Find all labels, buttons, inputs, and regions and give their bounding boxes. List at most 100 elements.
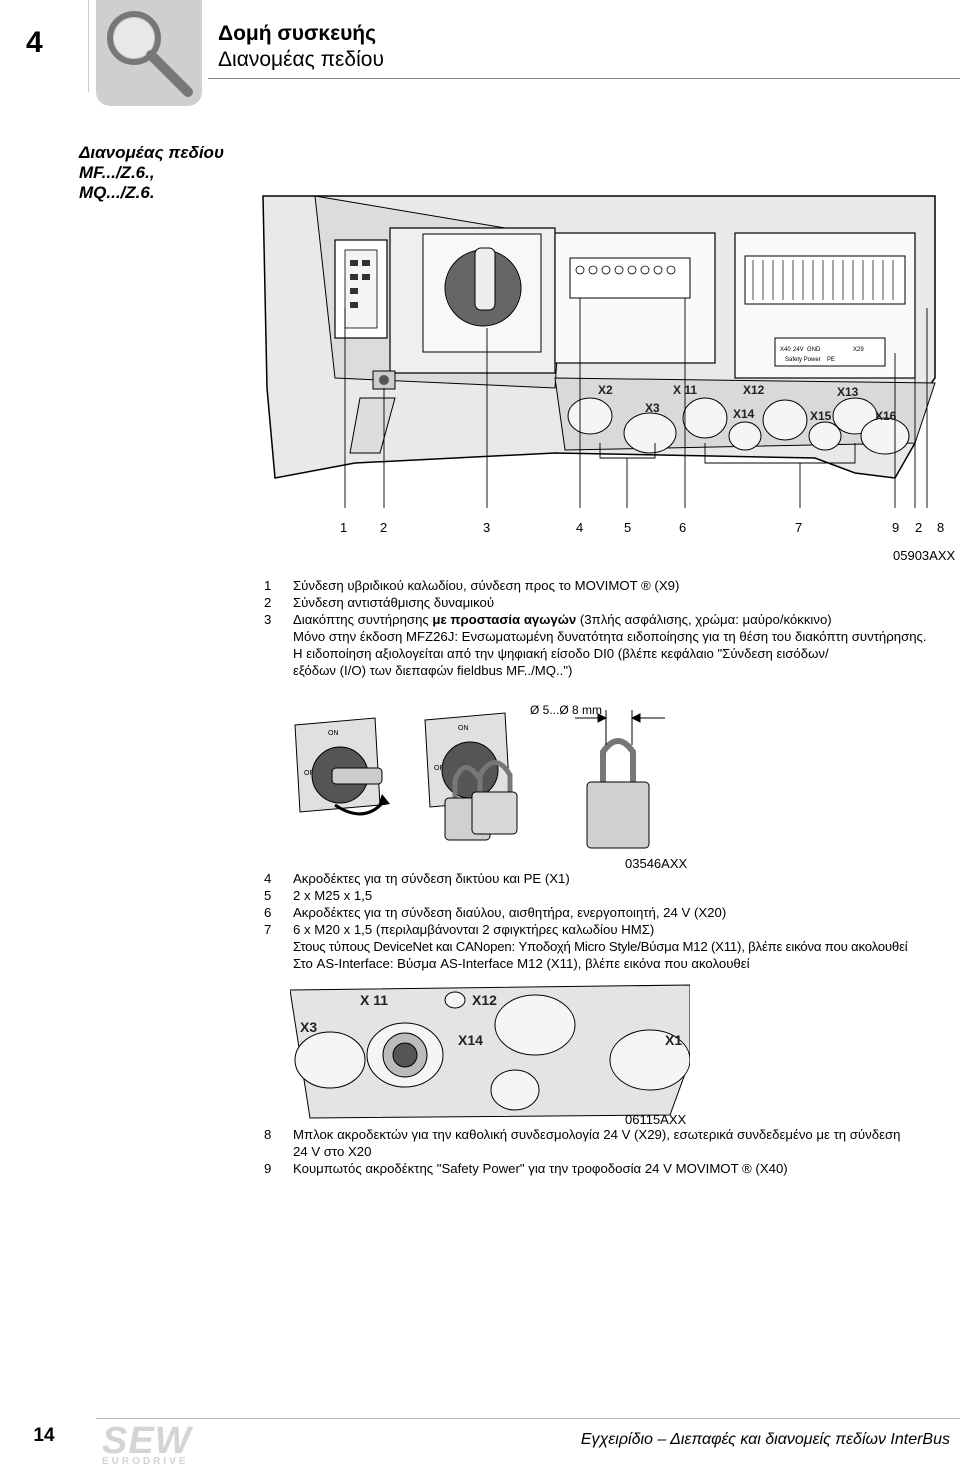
figure-code: 06115AXX xyxy=(625,1112,687,1127)
magnifier-icon xyxy=(107,11,193,97)
callout-7: 7 xyxy=(795,520,803,535)
chapter-number: 4 xyxy=(26,26,43,59)
page-subtitle: Διανομέας πεδίου xyxy=(218,48,384,71)
item-number: 3 xyxy=(264,612,272,627)
callout-1: 1 xyxy=(340,520,348,535)
callout-4: 4 xyxy=(576,520,584,535)
callout-6: 6 xyxy=(679,520,687,535)
terminal-label: X40 xyxy=(780,347,791,353)
list-item: Μόνο στην έκδοση MFZ26J: Ενσωματωμένη δυ… xyxy=(264,629,954,646)
section-heading-line: Διανομέας πεδίου xyxy=(79,143,224,162)
connector-label: X14 xyxy=(458,1032,483,1048)
terminal-label: 24V xyxy=(793,347,804,353)
connector-label: X15 xyxy=(810,409,832,423)
header-divider xyxy=(208,78,960,79)
connector-label: X 11 xyxy=(360,992,388,1008)
item-text: Ακροδέκτες για τη σύνδεση διαύλου, αισθη… xyxy=(293,905,727,920)
list-item: 1 Σύνδεση υβριδικού καλωδίου, σύνδεση πρ… xyxy=(264,578,954,595)
item-number: 2 xyxy=(264,595,272,610)
sew-logo-sub: EURODRIVE xyxy=(102,1456,189,1467)
maintenance-switch-figure: ON OFF ON OFF Ø 5...Ø 8 mm xyxy=(294,703,665,849)
item-number: 7 xyxy=(264,922,272,937)
item-text-bold: με προστασία αγωγών xyxy=(432,612,577,627)
connector-label: X12 xyxy=(472,992,497,1008)
item-text: Κουμπωτός ακροδέκτης "Safety Power" για … xyxy=(293,1161,788,1176)
callout-2b: 2 xyxy=(915,520,923,535)
terminal-label: Safety Power xyxy=(785,357,821,363)
list-item: εξόδων (I/O) των διεπαφών fieldbus MF../… xyxy=(264,663,954,680)
item-text-part: Διακόπτης συντήρησης xyxy=(293,612,433,627)
connector-label: X3 xyxy=(300,1019,317,1035)
page-number: 14 xyxy=(33,1425,55,1446)
connector-label: X13 xyxy=(837,385,859,399)
document-name: Διεπαφές και διανομείς πεδίων InterBus xyxy=(670,1431,950,1448)
item-text: 24 V στο X20 xyxy=(293,1144,372,1159)
item-number: 5 xyxy=(264,888,272,903)
callout-3: 3 xyxy=(483,520,491,535)
terminal-label: X29 xyxy=(853,347,864,353)
callout-9: 9 xyxy=(892,520,900,535)
document-type: Εγχειρίδιο xyxy=(580,1431,653,1448)
list-item: 5 2 x M25 x 1,5 xyxy=(264,888,960,905)
item-text-part: (3πλής ασφάλισης, χρώμα: μαύρο/κόκκινο) xyxy=(576,612,832,627)
page-title: Δομή συσκευής xyxy=(218,22,377,45)
switch-off-label: OFF xyxy=(304,770,318,777)
list-item: 6 Ακροδέκτες για τη σύνδεση διαύλου, αισ… xyxy=(264,905,960,922)
list-item: Στο AS-Interface: Βύσμα AS-Interface M12… xyxy=(264,956,960,973)
terminal-label: PE xyxy=(827,357,835,363)
item-text: Η ειδοποίηση αξιολογείται από την ψηφιακ… xyxy=(293,646,829,661)
connector-label: X12 xyxy=(743,383,765,397)
callout-2: 2 xyxy=(380,520,388,535)
item-text: Στους τύπους DeviceNet και CANopen: Υποδ… xyxy=(293,939,908,954)
dimension-label: Ø 5...Ø 8 mm xyxy=(530,703,602,717)
item-text: Μόνο στην έκδοση MFZ26J: Ενσωματωμένη δυ… xyxy=(293,629,927,644)
list-item: 7 6 x M20 x 1,5 (περιλαμβάνονται 2 σφιγκ… xyxy=(264,922,960,939)
section-heading-line: MQ.../Z.6. xyxy=(79,183,155,202)
footer-divider xyxy=(96,1418,960,1419)
item-text: Ακροδέκτες για τη σύνδεση δικτύου και PE… xyxy=(293,871,570,886)
item-text: Μπλοκ ακροδεκτών για την καθολική συνδεσ… xyxy=(293,1127,901,1142)
list-item: 8 Μπλοκ ακροδεκτών για την καθολική συνδ… xyxy=(264,1127,960,1144)
connector-label: X16 xyxy=(875,409,897,423)
connector-detail-figure: X 11 X12 X3 X14 X1 xyxy=(290,984,690,1119)
item-text: Σύνδεση αντιστάθμισης δυναμικού xyxy=(293,595,495,610)
item-number: 8 xyxy=(264,1127,272,1142)
connector-label: X14 xyxy=(733,407,755,421)
header-icon-box xyxy=(96,0,202,106)
callout-8: 8 xyxy=(937,520,945,535)
item-text: Σύνδεση υβριδικού καλωδίου, σύνδεση προς… xyxy=(293,578,680,593)
switch-on-label: ON xyxy=(328,730,339,737)
figure-code: 05903AXX xyxy=(893,548,956,563)
list-item: 3 Διακόπτης συντήρησης με προστασία αγωγ… xyxy=(264,612,954,629)
list-item: 4 Ακροδέκτες για τη σύνδεση δικτύου και … xyxy=(264,871,960,888)
connector-label: X2 xyxy=(598,383,613,397)
section-heading: Διανομέας πεδίου MF.../Z.6., MQ.../Z.6. xyxy=(79,143,224,203)
figure-code: 03546AXX xyxy=(625,856,688,871)
field-distributor-figure: X40 24V GND Safety Power PE X29 X2 X3 X … xyxy=(262,195,936,508)
terminal-label: GND xyxy=(807,347,821,353)
item-number: 1 xyxy=(264,578,272,593)
item-text: εξόδων (I/O) των διεπαφών fieldbus MF../… xyxy=(293,663,573,678)
list-item: 24 V στο X20 xyxy=(264,1144,960,1161)
item-number: 4 xyxy=(264,871,272,886)
list-item: Η ειδοποίηση αξιολογείται από την ψηφιακ… xyxy=(264,646,954,663)
item-text: Στο AS-Interface: Βύσμα AS-Interface M12… xyxy=(293,956,750,971)
sew-logo: SEW xyxy=(102,1420,192,1462)
switch-on-label: ON xyxy=(458,725,469,732)
legend-list-1: 1 Σύνδεση υβριδικού καλωδίου, σύνδεση πρ… xyxy=(264,578,954,680)
connector-label: X1 xyxy=(665,1032,682,1048)
switch-off-label: OFF xyxy=(434,765,448,772)
callout-5: 5 xyxy=(624,520,632,535)
list-item: 9 Κουμπωτός ακροδέκτης "Safety Power" γι… xyxy=(264,1161,960,1178)
list-item: Στους τύπους DeviceNet και CANopen: Υποδ… xyxy=(264,939,960,956)
item-number: 6 xyxy=(264,905,272,920)
legend-list-3: 8 Μπλοκ ακροδεκτών για την καθολική συνδ… xyxy=(264,1127,960,1178)
chapter-box xyxy=(0,0,89,92)
list-item: 2 Σύνδεση αντιστάθμισης δυναμικού xyxy=(264,595,954,612)
item-number: 9 xyxy=(264,1161,272,1176)
section-heading-line: MF.../Z.6., xyxy=(79,163,155,182)
item-text: 6 x M20 x 1,5 (περιλαμβάνονται 2 σφιγκτή… xyxy=(293,922,655,937)
item-text: 2 x M25 x 1,5 xyxy=(293,888,373,903)
connector-label: X3 xyxy=(645,401,660,415)
item-text: Διακόπτης συντήρησης με προστασία αγωγών… xyxy=(293,612,832,629)
